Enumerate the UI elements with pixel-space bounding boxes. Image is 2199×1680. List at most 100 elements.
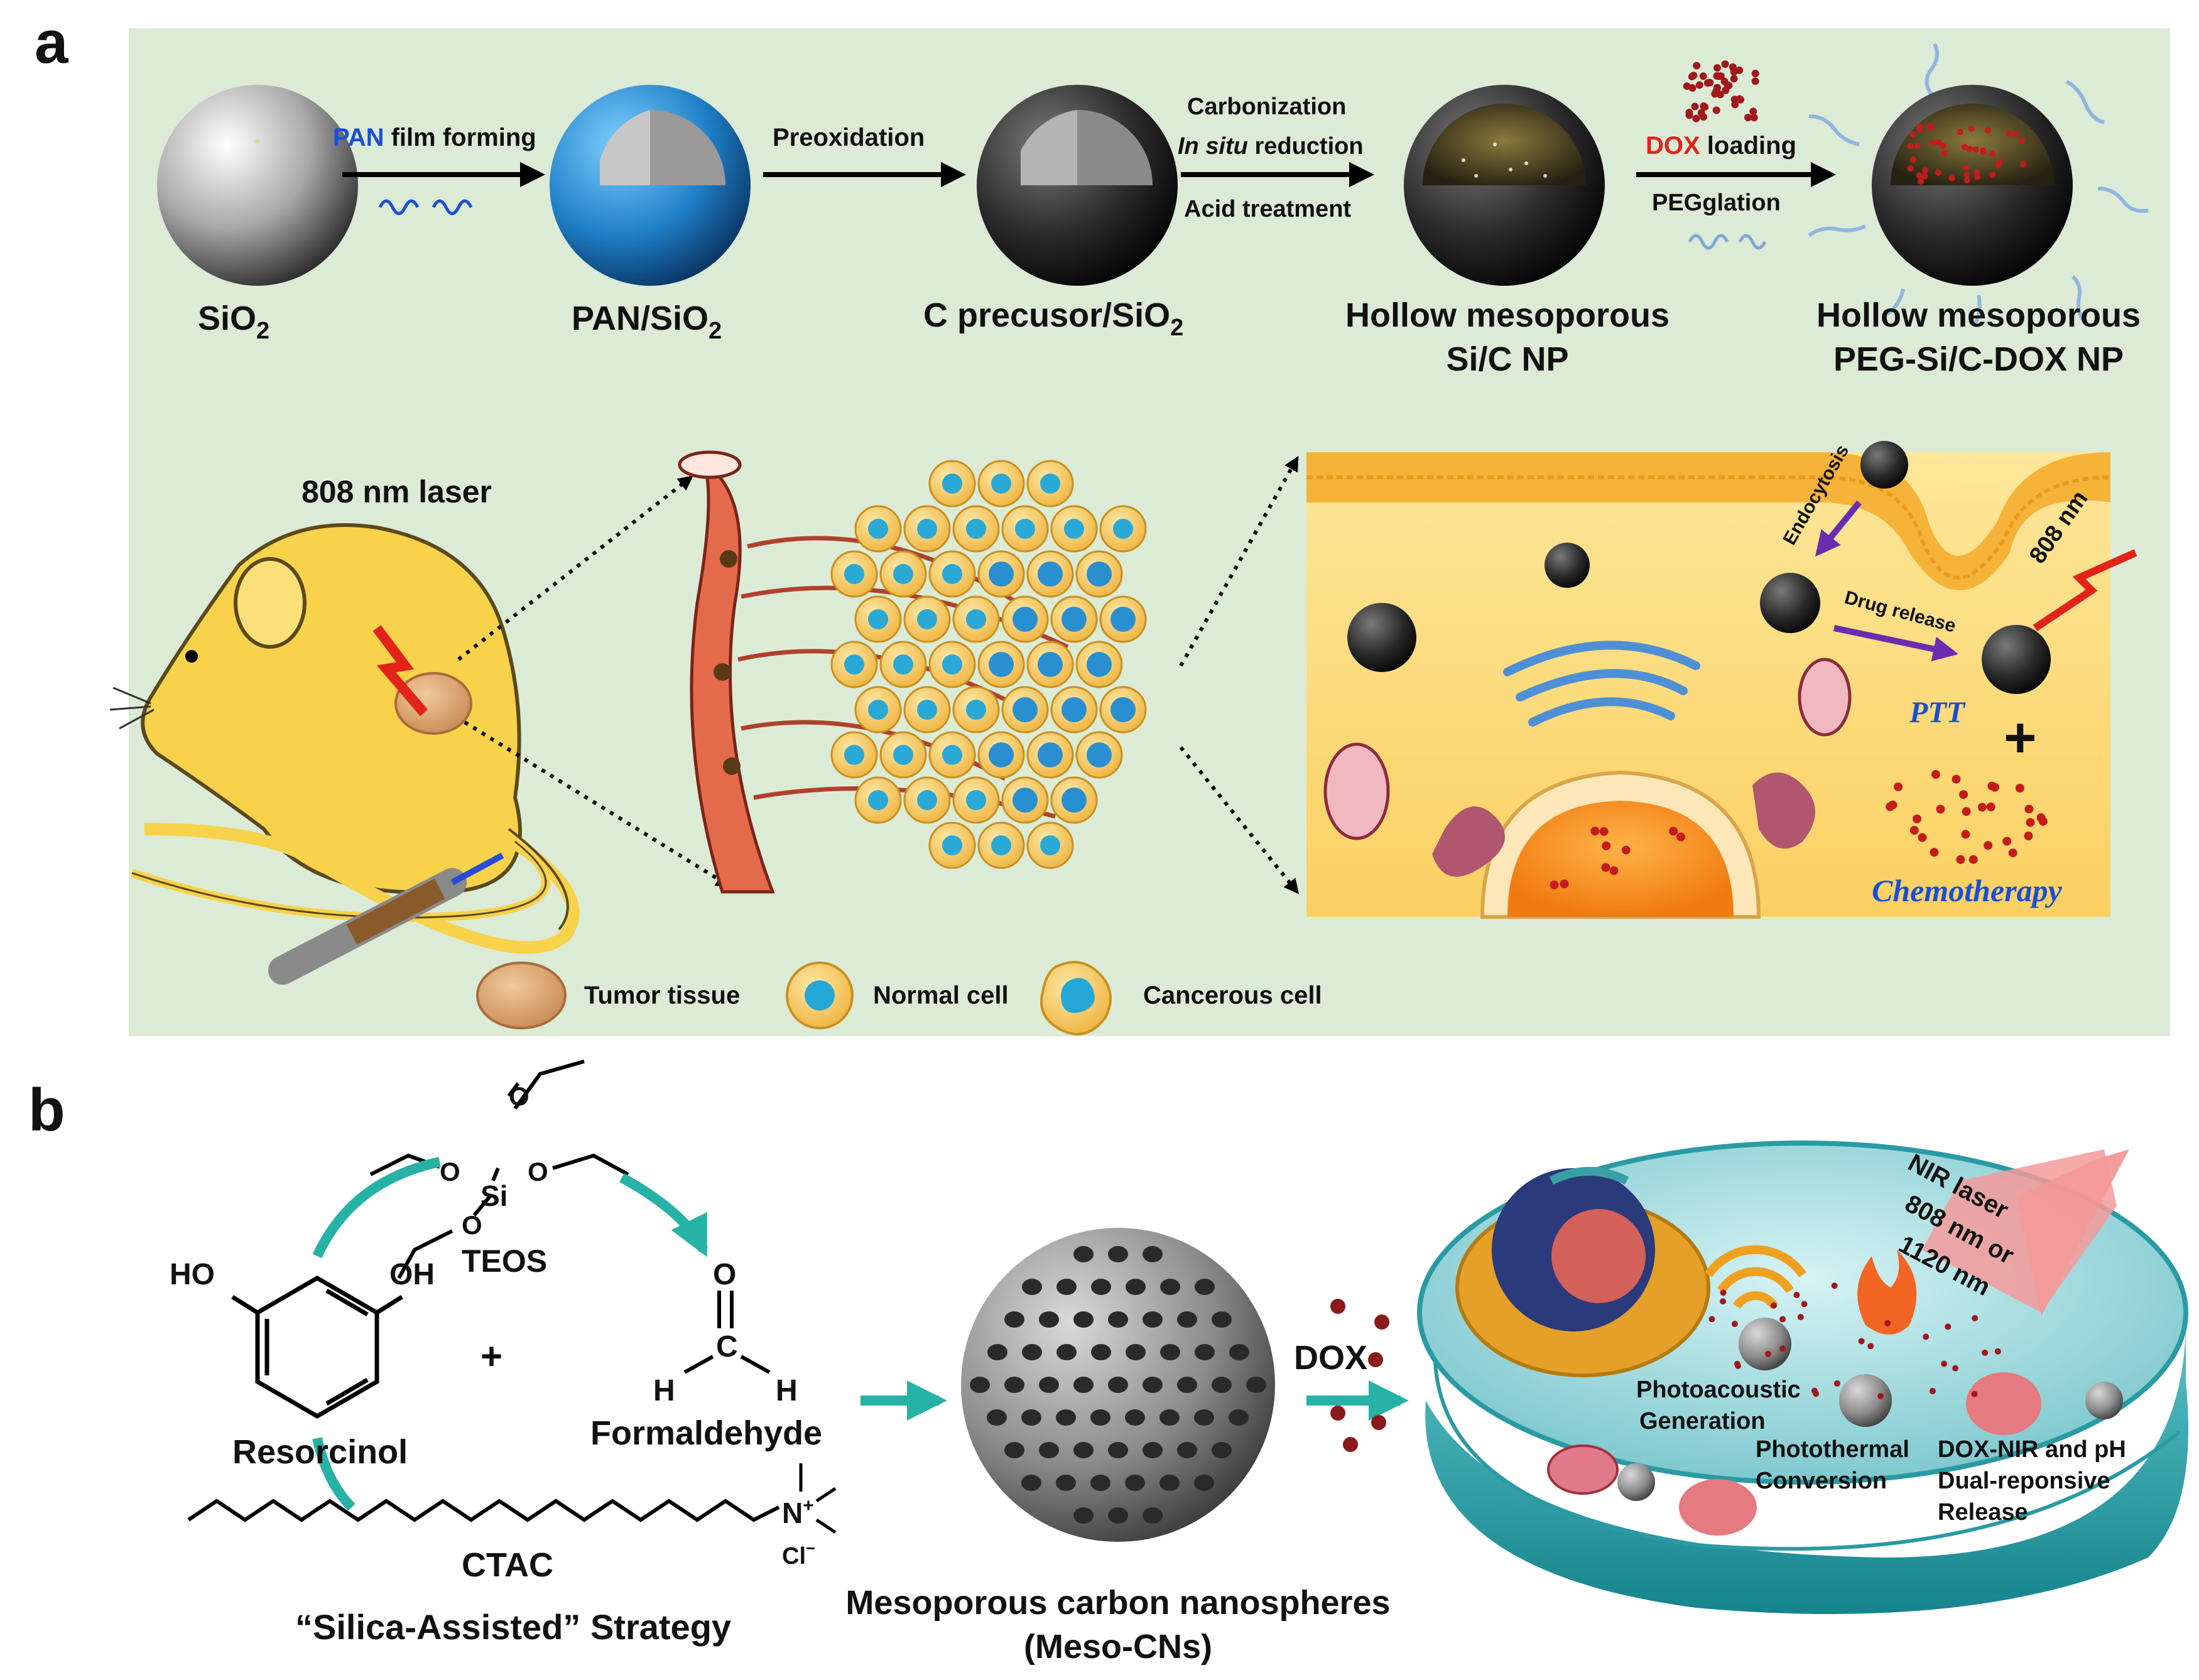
- mesopore: [1039, 1442, 1059, 1458]
- cell-nucleus: [1110, 697, 1136, 722]
- mesopore: [1056, 1279, 1077, 1295]
- legend-cancer-label: Cancerous cell: [1143, 982, 1322, 1009]
- pan-polymer-icon: [378, 199, 473, 215]
- arrow3-label-1: Carbonization: [1187, 94, 1346, 120]
- dox-molecule: [1940, 143, 1947, 149]
- ctac-head: [799, 1463, 837, 1534]
- panel-a: a: [35, 9, 2170, 1036]
- dox-molecule: [1713, 84, 1722, 92]
- strategy-label: “Silica-Assisted” Strategy: [295, 1607, 731, 1647]
- dox-molecule: [1750, 114, 1758, 122]
- dox-molecule: [1926, 122, 1933, 129]
- dox-molecule: [1936, 805, 1945, 814]
- cell-nucleus: [1015, 519, 1035, 539]
- dox-molecule: [1700, 113, 1708, 121]
- dox-molecule: [1922, 167, 1929, 174]
- cell-nucleus: [1013, 788, 1038, 813]
- teos-o1: O: [440, 1157, 460, 1186]
- mouse-illustration: [109, 523, 580, 954]
- panel-b: b O O O O Si TEOS: [28, 1059, 2188, 1666]
- peg-sic-dox-sphere: [1808, 43, 2149, 325]
- mesopore: [1021, 1475, 1041, 1491]
- mesopore: [1159, 1409, 1180, 1426]
- released-dox-dots: [1886, 770, 2048, 864]
- teos-o3: O: [528, 1157, 548, 1186]
- arrow3-label-3: Acid treatment: [1184, 196, 1351, 222]
- dox-molecule: [1894, 782, 1903, 791]
- dox-molecule: [1961, 143, 1968, 150]
- mesopore: [1056, 1409, 1076, 1426]
- mesopore: [987, 1344, 1007, 1360]
- cell-nucleus: [893, 564, 913, 584]
- dox-molecule: [1779, 1316, 1786, 1323]
- dox-molecule: [1831, 1282, 1838, 1289]
- formaldehyde-structure: [683, 1291, 771, 1374]
- dox-molecule: [1886, 802, 1895, 811]
- dox-molecule: [1599, 826, 1609, 836]
- dox-molecule: [1990, 783, 1999, 792]
- mesopore: [1143, 1311, 1163, 1328]
- dox-molecule: [1963, 164, 1970, 171]
- cell-nucleus: [868, 700, 888, 720]
- cell-nucleus: [917, 609, 937, 629]
- arrow4-label-1: DOX loading: [1646, 132, 1796, 160]
- dox-molecule: [1751, 70, 1759, 78]
- dox-molecules-icon: [1683, 60, 1759, 122]
- meso-label-2: (Meso-CNs): [1024, 1628, 1212, 1666]
- cell-nucleus: [1040, 835, 1060, 855]
- mesopore: [1229, 1409, 1249, 1426]
- dox-molecule: [1931, 770, 1940, 779]
- dox-molecule: [1602, 841, 1611, 850]
- mesopore: [1160, 1344, 1180, 1360]
- ptt-label: PTT: [1909, 696, 1966, 729]
- dox-molecule: [1968, 855, 1978, 864]
- pa-label-1: Photoacoustic: [1636, 1377, 1801, 1403]
- dox-molecule: [1744, 114, 1752, 122]
- dox-molecule: [1996, 158, 2003, 165]
- step-hollow-sic-label-1: Hollow mesoporous: [1345, 296, 1670, 334]
- dox-molecule: [1986, 802, 1995, 811]
- dox-molecule: [1751, 77, 1759, 85]
- step-peg-label-2: PEG-Si/C-DOX NP: [1833, 340, 2124, 378]
- rel-label-1: DOX-NIR and pH: [1938, 1436, 2126, 1463]
- mesopore: [1126, 1279, 1146, 1295]
- arrow2-label: Preoxidation: [773, 124, 925, 151]
- formaldehyde-h1: H: [653, 1374, 675, 1407]
- dox-molecule: [1699, 72, 1707, 80]
- dox-molecule: [1749, 107, 1757, 116]
- step-pan-sio2-label: PAN/SiO2: [572, 300, 722, 344]
- mesopore: [1004, 1377, 1024, 1393]
- dox-molecule: [1731, 1321, 1738, 1328]
- dox-molecule: [1797, 1314, 1804, 1321]
- dox-molecule: [1913, 814, 1922, 823]
- dox-molecule: [1918, 833, 1927, 842]
- dox-molecule: [1550, 880, 1559, 889]
- pt-label-2: Conversion: [1756, 1468, 1887, 1494]
- cell-nucleus: [989, 742, 1014, 767]
- cell-nucleus: [844, 745, 864, 765]
- dox-molecule: [1914, 143, 1921, 149]
- meso-label-1: Mesoporous carbon nanospheres: [845, 1584, 1390, 1622]
- plus-sign-b: +: [481, 1335, 502, 1377]
- dox-molecule: [2008, 848, 2017, 858]
- cell-membrane: [1306, 452, 2110, 590]
- dox-molecule: [1721, 60, 1729, 68]
- mesopore: [1229, 1344, 1249, 1360]
- dox-molecule: [2012, 131, 2019, 138]
- mesopore: [1073, 1507, 1094, 1524]
- cell-nucleus: [917, 700, 937, 720]
- dox-molecule: [1877, 1392, 1884, 1399]
- cell-nucleus: [1087, 652, 1112, 677]
- mesopore: [1073, 1311, 1094, 1328]
- dox-molecule: [1734, 1360, 1740, 1367]
- mesopore: [1194, 1409, 1214, 1426]
- dox-molecule: [1735, 95, 1744, 103]
- teos-label: TEOS: [462, 1244, 547, 1279]
- laser-label: 808 nm laser: [301, 474, 492, 509]
- cell-nucleus: [966, 609, 986, 629]
- dox-molecule: [1720, 1289, 1727, 1296]
- cell-laser-bolt: [2033, 549, 2137, 631]
- legend-normal-label: Normal cell: [873, 982, 1009, 1009]
- dox-molecule: [1685, 111, 1693, 119]
